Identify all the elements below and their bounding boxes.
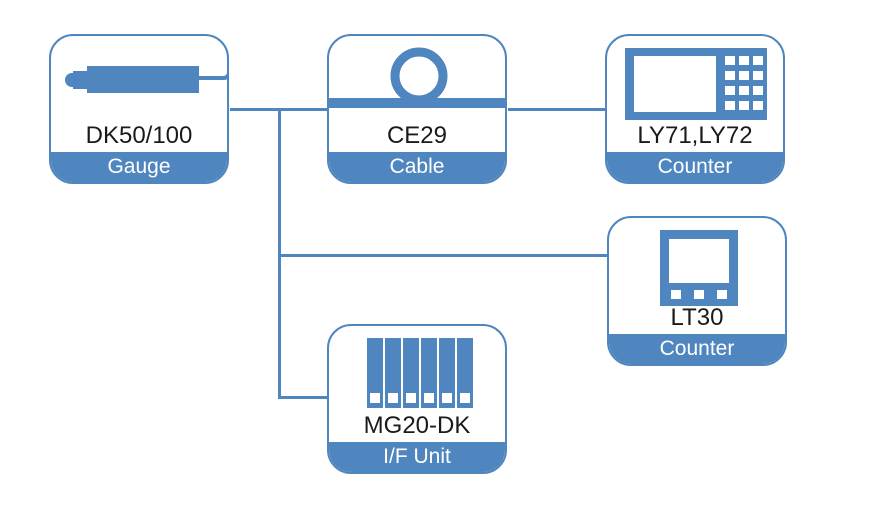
node-model-label: CE29 bbox=[386, 122, 448, 149]
node-category-label: Counter bbox=[607, 152, 783, 182]
node-category-label: I/F Unit bbox=[329, 442, 505, 472]
edge-gauge-counter-lt bbox=[278, 254, 608, 257]
node-model-label: MG20-DK bbox=[363, 412, 471, 439]
node-model-label: LY71,LY72 bbox=[637, 122, 753, 149]
counter-display-icon bbox=[660, 230, 738, 306]
edge-cable-counter-ly bbox=[508, 108, 606, 111]
counter-keypad-icon bbox=[625, 48, 767, 120]
node-counter-lt[interactable]: LT30 Counter bbox=[607, 216, 787, 366]
node-category-label: Counter bbox=[609, 334, 785, 364]
edge-gauge-if-unit bbox=[278, 396, 328, 399]
gauge-probe-icon bbox=[65, 66, 227, 93]
interface-unit-icon bbox=[367, 338, 473, 408]
node-model-label: LT30 bbox=[670, 304, 724, 331]
node-model-label: DK50/100 bbox=[85, 122, 193, 149]
cable-coil-icon bbox=[329, 47, 505, 108]
node-category-label: Cable bbox=[329, 152, 505, 182]
edge-trunk-vertical bbox=[278, 108, 281, 398]
node-if-unit[interactable]: MG20-DK I/F Unit bbox=[327, 324, 507, 474]
node-cable[interactable]: CE29 Cable bbox=[327, 34, 507, 184]
node-counter-ly[interactable]: LY71,LY72 Counter bbox=[605, 34, 785, 184]
node-gauge[interactable]: DK50/100 Gauge bbox=[49, 34, 229, 184]
node-category-label: Gauge bbox=[51, 152, 227, 182]
